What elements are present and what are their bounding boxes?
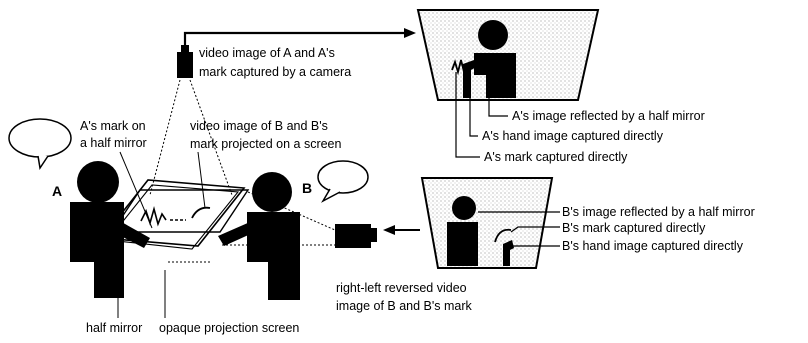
half-mirror bbox=[100, 179, 246, 250]
bottom-person-figure bbox=[447, 196, 478, 266]
camera-label-line1: video image of A and A's bbox=[199, 46, 335, 60]
top-callout-lines bbox=[455, 72, 508, 158]
bottom-label-2: B's mark captured directly bbox=[562, 221, 706, 235]
a-mark-zigzag bbox=[140, 205, 167, 227]
reversed-label-line2: image of B and B's mark bbox=[336, 299, 473, 313]
opaque-screen-label: opaque projection screen bbox=[159, 321, 299, 335]
top-label-3: A's mark captured directly bbox=[484, 150, 628, 164]
camera-arrow bbox=[183, 28, 416, 46]
bottom-screen-frame bbox=[420, 177, 554, 269]
camera-icon bbox=[177, 45, 193, 78]
top-label-2: A's hand image captured directly bbox=[482, 129, 664, 143]
bottom-screen bbox=[420, 177, 554, 269]
camera-label-line2: mark captured by a camera bbox=[199, 65, 351, 79]
projected-label-line2: mark projected on a screen bbox=[190, 137, 342, 151]
top-person-figure bbox=[463, 20, 516, 98]
bottom-callout-lines bbox=[478, 211, 560, 247]
projector-arrow bbox=[383, 225, 420, 235]
projector-icon bbox=[335, 224, 377, 248]
reversed-label-line1: right-left reversed video bbox=[336, 281, 467, 295]
person-b-figure bbox=[218, 172, 300, 300]
bottom-mark bbox=[494, 228, 512, 243]
bottom-label-1: B's image reflected by a half mirror bbox=[562, 205, 755, 219]
mark-label-line1: A's mark on bbox=[80, 119, 146, 133]
person-b-label: B bbox=[302, 180, 312, 196]
half-mirror-label: half mirror bbox=[86, 321, 142, 335]
person-a-label: A bbox=[52, 183, 62, 199]
mark-label-line2: a half mirror bbox=[80, 136, 147, 150]
top-mark bbox=[451, 59, 468, 76]
person-a-figure bbox=[70, 161, 150, 298]
top-screen bbox=[416, 9, 600, 101]
speech-bubble-icon-b bbox=[317, 160, 369, 203]
opaque-projection-screen bbox=[110, 189, 250, 233]
bottom-label-3: B's hand image captured directly bbox=[562, 239, 744, 253]
speech-bubble-icon bbox=[8, 118, 72, 170]
top-label-1: A's image reflected by a half mirror bbox=[512, 109, 705, 123]
projected-label-line1: video image of B and B's bbox=[190, 119, 328, 133]
